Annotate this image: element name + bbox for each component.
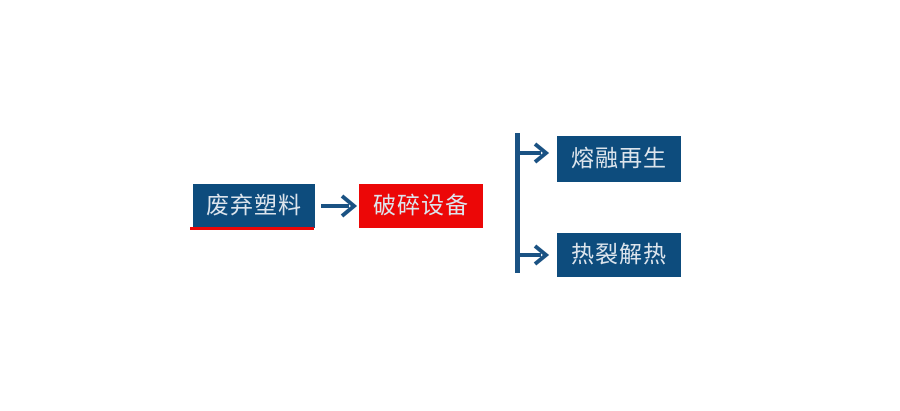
node-waste-plastic-label: 废弃塑料 bbox=[206, 192, 302, 219]
branch-arrow-right-top-icon bbox=[517, 142, 550, 164]
arrow-right-icon bbox=[321, 194, 358, 218]
node-crusher-label: 破碎设备 bbox=[373, 192, 469, 219]
node-pyrolysis[interactable]: 热裂解热 bbox=[557, 233, 681, 277]
branch-arrow-right-bottom-icon bbox=[517, 244, 550, 266]
branch-bracket-line bbox=[515, 133, 520, 273]
node-pyrolysis-label: 热裂解热 bbox=[571, 241, 667, 268]
node-waste-plastic-accent-underline bbox=[190, 227, 314, 230]
node-waste-plastic[interactable]: 废弃塑料 bbox=[193, 184, 315, 228]
node-melt-regeneration[interactable]: 熔融再生 bbox=[557, 136, 681, 182]
node-crusher[interactable]: 破碎设备 bbox=[359, 184, 483, 228]
node-melt-regeneration-label: 熔融再生 bbox=[571, 145, 667, 172]
